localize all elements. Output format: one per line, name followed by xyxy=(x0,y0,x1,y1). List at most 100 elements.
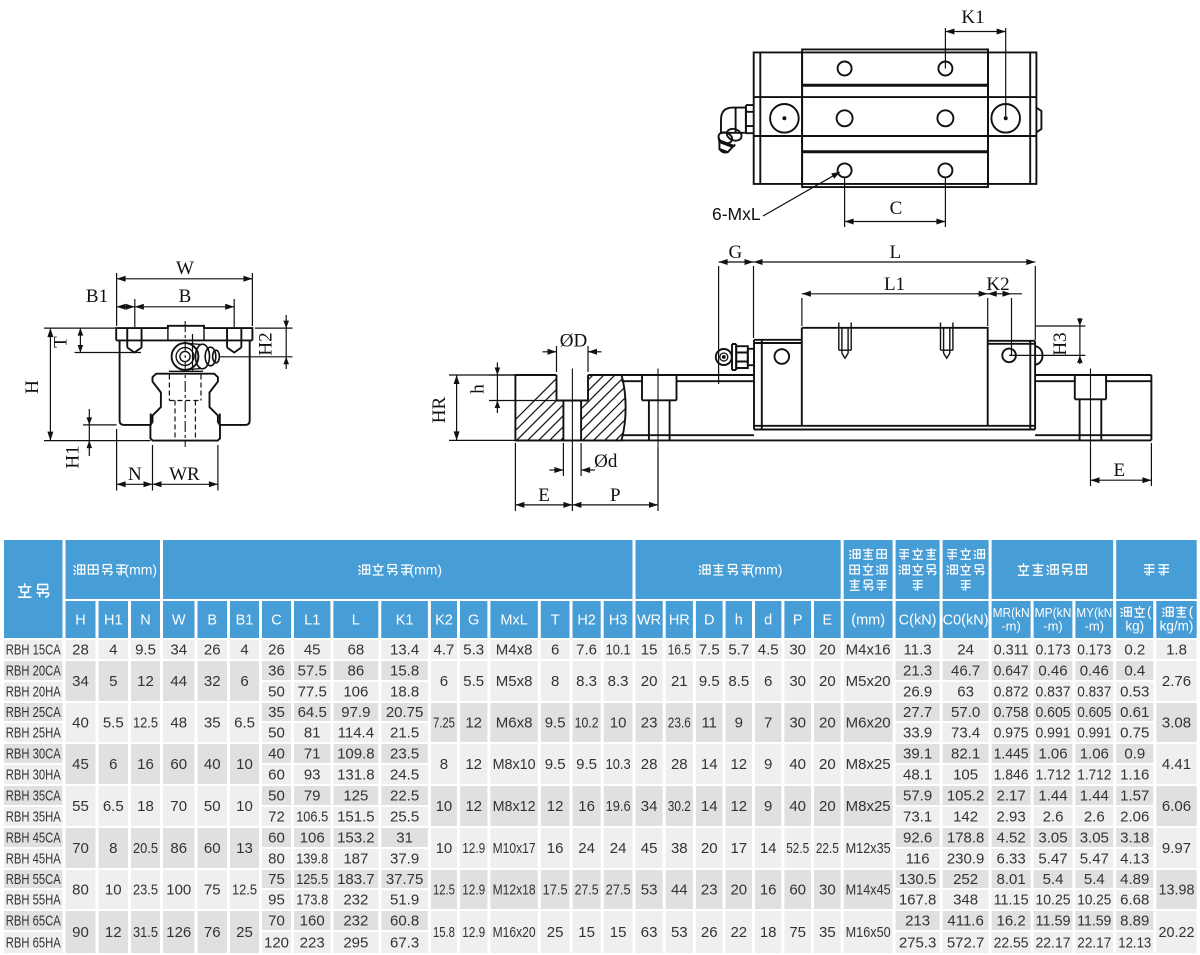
svg-text:M12x18: M12x18 xyxy=(493,882,536,899)
svg-text:12.5: 12.5 xyxy=(232,882,257,899)
svg-text:81: 81 xyxy=(304,725,321,742)
svg-text:G: G xyxy=(729,242,743,263)
svg-text:(mm): (mm) xyxy=(750,562,783,578)
svg-text:5.5: 5.5 xyxy=(103,715,124,732)
svg-text:30: 30 xyxy=(789,715,806,732)
svg-text:34: 34 xyxy=(72,673,89,690)
svg-text:RBH 55HA: RBH 55HA xyxy=(6,892,61,909)
svg-text:178.8: 178.8 xyxy=(947,830,985,847)
svg-text:23.5: 23.5 xyxy=(390,746,419,763)
svg-text:77.5: 77.5 xyxy=(298,684,327,701)
svg-text:M6x20: M6x20 xyxy=(846,715,891,732)
svg-text:60: 60 xyxy=(204,840,221,857)
svg-text:131.8: 131.8 xyxy=(337,767,375,784)
svg-text:27.5: 27.5 xyxy=(575,882,599,899)
svg-text:10: 10 xyxy=(236,798,253,815)
svg-text:12.13: 12.13 xyxy=(1118,935,1151,952)
svg-text:0.605: 0.605 xyxy=(1036,704,1071,721)
svg-text:K2: K2 xyxy=(435,613,453,629)
svg-text:11.59: 11.59 xyxy=(1036,913,1071,930)
svg-text:H: H xyxy=(75,613,85,629)
svg-text:5.47: 5.47 xyxy=(1038,851,1067,868)
svg-text:H1: H1 xyxy=(63,445,84,468)
svg-text:d: d xyxy=(764,613,772,629)
svg-text:75: 75 xyxy=(268,871,285,888)
svg-text:kg): kg) xyxy=(1125,619,1144,634)
svg-text:125.5: 125.5 xyxy=(296,871,328,888)
svg-text:10: 10 xyxy=(610,715,627,732)
svg-text:4: 4 xyxy=(109,642,117,659)
svg-text:0.837: 0.837 xyxy=(1077,684,1111,701)
svg-text:1.57: 1.57 xyxy=(1120,788,1149,805)
svg-text:1.16: 1.16 xyxy=(1120,767,1149,784)
svg-text:B: B xyxy=(207,613,217,629)
svg-text:RBH 55CA: RBH 55CA xyxy=(6,871,61,888)
svg-text:WR: WR xyxy=(169,464,200,485)
svg-text:25: 25 xyxy=(236,924,253,941)
svg-text:20: 20 xyxy=(819,798,836,815)
svg-text:153.2: 153.2 xyxy=(337,830,375,847)
svg-text:6: 6 xyxy=(764,673,772,690)
svg-text:25: 25 xyxy=(547,924,564,941)
svg-text:60: 60 xyxy=(170,756,187,773)
svg-text:5.4: 5.4 xyxy=(1084,871,1105,888)
svg-text:HR: HR xyxy=(429,396,450,423)
svg-text:10.3: 10.3 xyxy=(606,756,631,773)
svg-text:RBH 25CA: RBH 25CA xyxy=(6,704,61,721)
svg-text:MY(kN: MY(kN xyxy=(1076,605,1112,620)
svg-text:Ød: Ød xyxy=(594,451,618,472)
svg-text:6-MxL: 6-MxL xyxy=(712,204,761,224)
svg-text:12.5: 12.5 xyxy=(133,715,158,732)
svg-text:14: 14 xyxy=(760,840,777,857)
svg-text:30: 30 xyxy=(789,673,806,690)
svg-text:100: 100 xyxy=(166,882,191,899)
svg-text:ØD: ØD xyxy=(560,331,587,352)
svg-text:64.5: 64.5 xyxy=(298,704,327,721)
svg-text:37.75: 37.75 xyxy=(386,871,424,888)
svg-text:57.0: 57.0 xyxy=(951,704,980,721)
svg-text:50: 50 xyxy=(268,788,285,805)
svg-text:120: 120 xyxy=(264,935,289,952)
svg-text:1.44: 1.44 xyxy=(1080,788,1109,805)
svg-text:26: 26 xyxy=(268,642,285,659)
svg-text:M4x16: M4x16 xyxy=(846,642,891,659)
svg-text:6: 6 xyxy=(440,673,448,690)
svg-text:30: 30 xyxy=(819,882,836,899)
svg-text:50: 50 xyxy=(268,684,285,701)
svg-text:8.01: 8.01 xyxy=(996,871,1025,888)
svg-text:53: 53 xyxy=(641,882,658,899)
svg-text:70: 70 xyxy=(170,798,187,815)
svg-text:23: 23 xyxy=(701,882,718,899)
svg-text:RBH 35CA: RBH 35CA xyxy=(6,788,61,805)
svg-text:3.05: 3.05 xyxy=(1080,830,1109,847)
svg-text:22: 22 xyxy=(730,924,747,941)
svg-text:19.6: 19.6 xyxy=(606,798,631,815)
svg-text:RBH 25HA: RBH 25HA xyxy=(6,725,61,742)
svg-text:32: 32 xyxy=(204,673,221,690)
svg-text:B1: B1 xyxy=(86,286,108,307)
svg-text:63: 63 xyxy=(641,924,658,941)
svg-text:6: 6 xyxy=(240,673,248,690)
svg-text:3.18: 3.18 xyxy=(1120,830,1149,847)
svg-text:105: 105 xyxy=(953,767,978,784)
svg-text:22.5: 22.5 xyxy=(390,788,419,805)
svg-text:86: 86 xyxy=(348,663,365,680)
svg-text:M6x8: M6x8 xyxy=(496,715,533,732)
svg-text:35: 35 xyxy=(268,704,285,721)
svg-text:24: 24 xyxy=(578,840,595,857)
svg-text:12: 12 xyxy=(105,924,122,941)
svg-text:10.2: 10.2 xyxy=(575,715,599,732)
svg-text:27.7: 27.7 xyxy=(903,704,932,721)
svg-text:76: 76 xyxy=(204,924,221,941)
svg-text:51.9: 51.9 xyxy=(390,892,419,909)
svg-text:16.5: 16.5 xyxy=(668,642,691,659)
svg-text:L: L xyxy=(889,242,901,263)
svg-text:22.5: 22.5 xyxy=(816,840,839,857)
svg-text:HR: HR xyxy=(669,613,690,629)
svg-text:4.13: 4.13 xyxy=(1120,851,1149,868)
svg-text:80: 80 xyxy=(72,882,89,899)
svg-text:11.3: 11.3 xyxy=(904,642,932,659)
svg-text:6.33: 6.33 xyxy=(996,851,1025,868)
svg-text:45: 45 xyxy=(72,756,89,773)
svg-text:P: P xyxy=(610,485,621,506)
